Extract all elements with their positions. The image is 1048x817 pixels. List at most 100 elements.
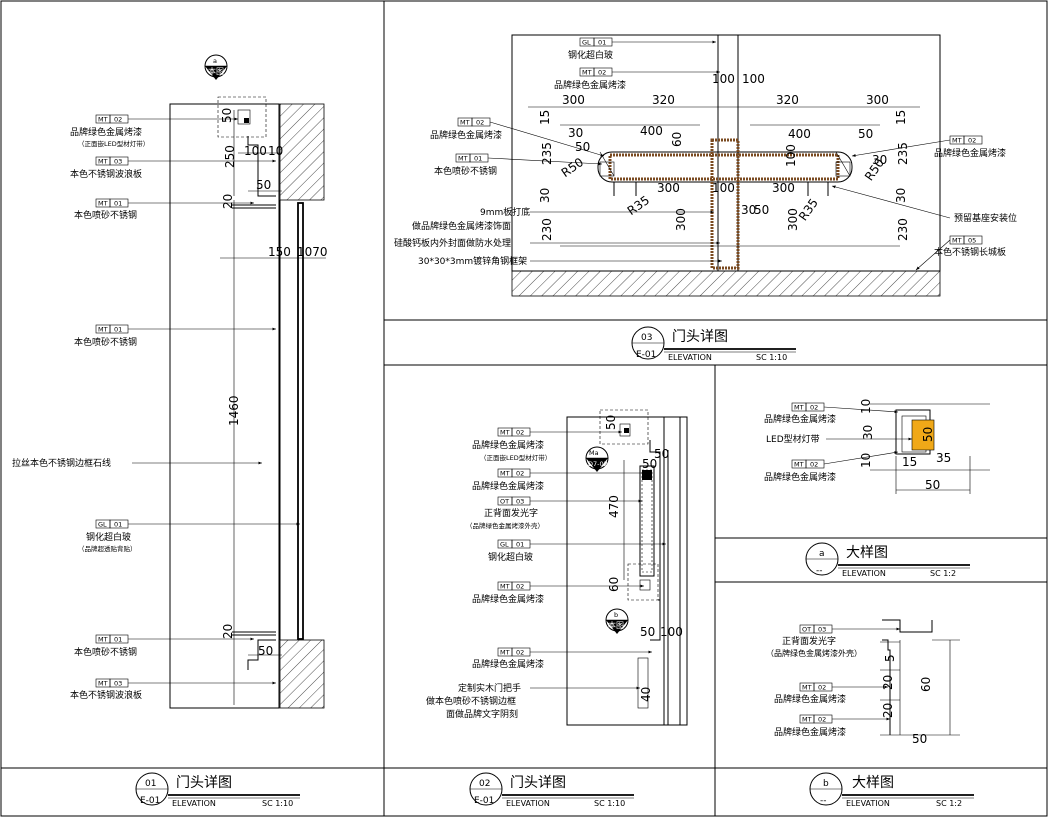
dim-02-50-top: 50 [604, 415, 618, 430]
dim-b-20-b: 20 [881, 703, 895, 718]
dim-a-10-bot: 10 [859, 453, 873, 468]
svg-text:01: 01 [516, 541, 524, 549]
svg-text:01: 01 [114, 326, 122, 334]
callout-ma-letter: Ma [589, 449, 599, 457]
svg-text:MT: MT [98, 116, 108, 124]
svg-text:SC 1:10: SC 1:10 [756, 353, 787, 362]
dim-02-470: 470 [607, 495, 621, 518]
title-block-a: a -- 大样图 ELEVATION SC 1:2 [805, 542, 970, 578]
svg-text:02: 02 [598, 69, 606, 77]
svg-text:MT: MT [500, 649, 510, 657]
svg-text:门头详图: 门头详图 [176, 775, 232, 791]
svg-text:30*30*3mm镀锌角钢框架: 30*30*3mm镀锌角钢框架 [418, 255, 527, 267]
dim-03-15-left: 15 [538, 110, 552, 125]
svg-text:品牌绿色金属烤漆: 品牌绿色金属烤漆 [764, 471, 836, 483]
svg-text:（品牌超透贴背贴）: （品牌超透贴背贴） [78, 544, 137, 553]
svg-text:E-01: E-01 [140, 796, 160, 806]
dim-03-300-left: 300 [562, 93, 585, 107]
svg-text:MT: MT [802, 716, 812, 724]
svg-text:大样图: 大样图 [852, 775, 894, 791]
callout-ma-ref: D7-02 [588, 460, 608, 468]
svg-text:OT: OT [802, 626, 811, 634]
svg-text:MT: MT [952, 237, 962, 245]
svg-text:MT: MT [794, 461, 804, 469]
svg-text:GL: GL [500, 541, 509, 549]
dim-03-300-v-left: 300 [674, 208, 688, 231]
dim-50-top: 50 [220, 108, 234, 123]
dim-1460: 1460 [227, 395, 241, 426]
label-01-5: 拉丝本色不锈钢边框石线 [12, 457, 262, 469]
svg-text:MT: MT [500, 429, 510, 437]
svg-text:品牌绿色金属烤漆: 品牌绿色金属烤漆 [774, 693, 846, 705]
dim-03-30-left: 30 [568, 126, 583, 140]
svg-text:E-01: E-01 [636, 350, 656, 360]
dim-03-50-right: 50 [858, 127, 873, 141]
title-block-03: 03 E-01 门头详图 ELEVATION SC 1:10 [631, 326, 796, 362]
dim-50-bottom: 50 [258, 644, 273, 658]
svg-text:ELEVATION: ELEVATION [846, 799, 890, 808]
svg-text:正背面发光字: 正背面发光字 [484, 507, 538, 519]
label-03-6: 预留基座安装位 [831, 185, 1017, 224]
svg-text:品牌绿色金属烤漆: 品牌绿色金属烤漆 [764, 413, 836, 425]
dim-02-50-b: 50 [642, 457, 657, 471]
svg-text:品牌绿色金属烤漆: 品牌绿色金属烤漆 [70, 126, 142, 138]
dim-03-R35-left: R35 [625, 193, 652, 218]
svg-text:定制实木门把手: 定制实木门把手 [458, 682, 521, 694]
svg-text:品牌绿色金属烤漆: 品牌绿色金属烤漆 [554, 79, 626, 91]
svg-text:钢化超白玻: 钢化超白玻 [568, 49, 613, 61]
svg-text:02: 02 [114, 116, 122, 124]
svg-text:MT: MT [98, 200, 108, 208]
svg-text:ELEVATION: ELEVATION [842, 569, 886, 578]
svg-text:本色不锈钢波浪板: 本色不锈钢波浪板 [70, 689, 142, 701]
label-a-2: LED型材灯带 [766, 433, 912, 445]
svg-text:03: 03 [114, 158, 122, 166]
svg-text:品牌绿色金属烤漆: 品牌绿色金属烤漆 [430, 129, 502, 141]
drawing-03: 300 320 100 100 320 300 400 400 30 50 50… [394, 34, 1017, 297]
dim-03-30-v-right: 30 [894, 188, 908, 203]
svg-text:MT: MT [952, 137, 962, 145]
dim-50-mid: 50 [256, 178, 271, 192]
svg-text:品牌绿色金属烤漆: 品牌绿色金属烤漆 [472, 593, 544, 605]
svg-text:b: b [823, 779, 829, 789]
svg-text:MT: MT [802, 684, 812, 692]
svg-text:ELEVATION: ELEVATION [172, 799, 216, 808]
label-03-10: 30*30*3mm镀锌角钢框架 [418, 255, 722, 267]
svg-text:ELEVATION: ELEVATION [668, 353, 712, 362]
svg-text:面做品牌文字阴刻: 面做品牌文字阴刻 [446, 708, 518, 720]
svg-text:03: 03 [114, 680, 122, 688]
callout-a-letter: a [213, 57, 217, 65]
svg-text:01: 01 [474, 155, 482, 163]
dim-20-bottom: 20 [221, 624, 235, 639]
dim-03-235-left: 235 [540, 142, 554, 165]
dim-03-100-v: 100 [784, 144, 798, 167]
svg-text:03: 03 [818, 626, 826, 634]
dim-03-100-mid: 100 [712, 181, 735, 195]
dim-10-top: 10 [268, 144, 283, 158]
svg-text:01: 01 [114, 521, 122, 529]
svg-text:GL: GL [582, 39, 591, 47]
dim-03-300-v-right: 300 [786, 208, 800, 231]
svg-text:01: 01 [114, 636, 122, 644]
svg-text:02: 02 [476, 119, 484, 127]
svg-text:ELEVATION: ELEVATION [506, 799, 550, 808]
svg-text:品牌绿色金属烤漆: 品牌绿色金属烤漆 [472, 439, 544, 451]
svg-text:02: 02 [479, 779, 490, 789]
svg-text:05: 05 [968, 237, 976, 245]
svg-text:（品牌绿色金属烤漆外壳）: （品牌绿色金属烤漆外壳） [766, 648, 862, 658]
svg-text:02: 02 [810, 404, 818, 412]
svg-text:02: 02 [516, 649, 524, 657]
dim-03-300-mid-right: 300 [772, 181, 795, 195]
dim-03-235-right: 235 [896, 142, 910, 165]
svg-text:MT: MT [460, 119, 470, 127]
dim-03-30-mid: 30 [741, 203, 756, 217]
svg-text:--: -- [816, 566, 823, 576]
dim-a-30: 30 [861, 425, 875, 440]
